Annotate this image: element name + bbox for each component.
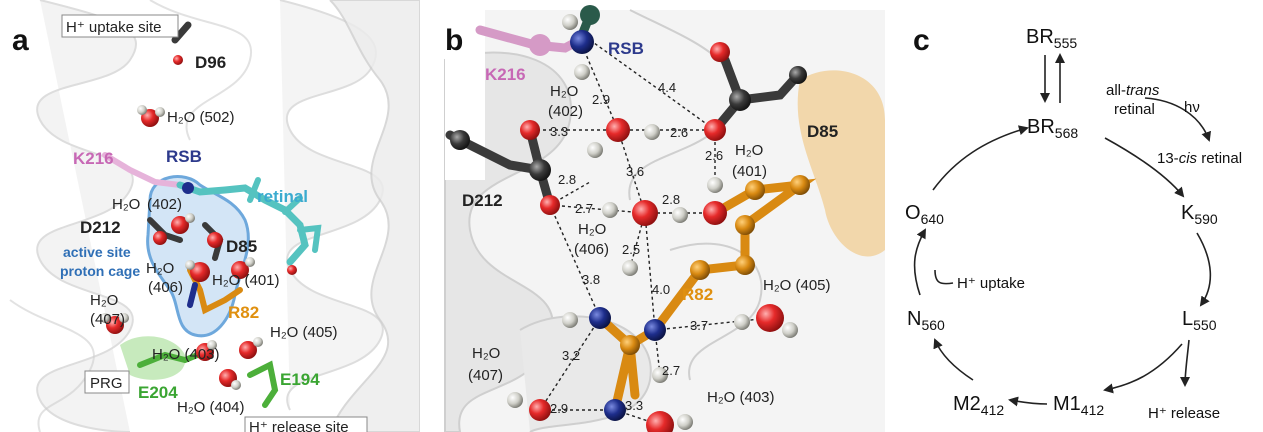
label-h2o-404: H₂O (404) — [177, 399, 245, 416]
label-h2o-406-h: H₂O — [146, 260, 174, 277]
state-br568: BR568 — [1027, 116, 1078, 141]
panel-c-label: c — [913, 24, 930, 57]
label-e194: E194 — [280, 370, 320, 389]
b-label-rsb: RSB — [608, 39, 644, 58]
svg-text:H⁺ uptake site: H⁺ uptake site — [66, 19, 161, 36]
panel-b-structure: b K216 RSB D85 D212 R82 H₂O (402) H₂O (4… — [444, 5, 885, 432]
panel-a: a H⁺ uptake site PRG H⁺ release site D96… — [0, 0, 420, 432]
label-retinal: retinal — [1114, 101, 1155, 118]
state-k590: K590 — [1181, 202, 1218, 227]
label-h2o-406-n: (406) — [148, 279, 183, 296]
dist-label: 2.6 — [705, 148, 723, 163]
b-label-r82: R82 — [682, 285, 713, 304]
panel-a-structure: a H⁺ uptake site PRG H⁺ release site D96… — [9, 0, 420, 432]
panel-b: b K216 RSB D85 D212 R82 H₂O (402) H₂O (4… — [430, 0, 890, 432]
label-h2o-405: H₂O (405) — [270, 324, 338, 341]
label-h2o-402-h: H₂O — [112, 196, 140, 213]
label-h2o-407-n: (407) — [90, 311, 125, 328]
label-h2o-403: H₂O (403) — [152, 346, 220, 363]
label-d85: D85 — [226, 237, 257, 256]
dist-label: 2.6 — [670, 125, 688, 140]
label-h2o-402-n: (402) — [147, 196, 182, 213]
dist-label: 3.2 — [562, 348, 580, 363]
panel-c: c BR555 BR568 K590 L550 M1412 M2412 N560… — [895, 0, 1263, 432]
dist-label: 2.8 — [558, 172, 576, 187]
b-w402-h: H₂O — [550, 83, 578, 100]
b-w406-h: H₂O — [578, 221, 606, 238]
state-n560: N560 — [907, 308, 945, 333]
b-w402-n: (402) — [548, 103, 583, 120]
dist-label: 3.7 — [690, 318, 708, 333]
label-rsb: RSB — [166, 147, 202, 166]
cycle-arrows — [913, 53, 1212, 407]
label-13-cis: 13-cis retinal — [1157, 150, 1242, 167]
label-k216: K216 — [73, 149, 114, 168]
dist-label: 3.6 — [626, 164, 644, 179]
label-h2o-401: H₂O (401) — [212, 272, 280, 289]
dist-label: 2.7 — [575, 201, 593, 216]
release-site-box: H⁺ release site — [244, 416, 368, 432]
dist-label: 2.9 — [550, 401, 568, 416]
residue-sticks — [102, 21, 322, 408]
uptake-site-box: H⁺ uptake site — [61, 14, 179, 38]
b-w401-n: (401) — [732, 163, 767, 180]
state-m2412: M2412 — [953, 393, 1004, 418]
dist-label: 4.0 — [652, 282, 670, 297]
dist-label: 2.5 — [622, 242, 640, 257]
label-retinal: retinal — [257, 187, 308, 206]
label-cage-1: active site — [63, 244, 131, 260]
dist-label: 2.7 — [662, 363, 680, 378]
b-w407-h: H₂O — [472, 345, 500, 362]
label-all-trans: all-trans — [1106, 82, 1160, 99]
state-o640: O640 — [905, 202, 944, 227]
dist-label: 4.4 — [658, 80, 676, 95]
dist-label: 2.9 — [592, 92, 610, 107]
dist-label: 3.3 — [625, 398, 643, 413]
b-label-k216: K216 — [485, 65, 526, 84]
panel-a-label: a — [12, 24, 29, 57]
d85-helix-orange — [797, 70, 885, 257]
b-w406-n: (406) — [574, 241, 609, 258]
state-l550: L550 — [1182, 308, 1217, 333]
label-hv: hν — [1184, 99, 1200, 116]
label-h2o-502: H₂O (502) — [167, 109, 235, 126]
panel-b-label: b — [445, 24, 463, 57]
label-cage-2: proton cage — [60, 263, 140, 279]
svg-text:H⁺ release site: H⁺ release site — [249, 419, 349, 432]
atoms — [100, 55, 297, 390]
label-d212: D212 — [80, 218, 121, 237]
label-h-uptake: H⁺ uptake — [957, 275, 1025, 292]
label-e204: E204 — [138, 383, 178, 402]
atoms-b — [450, 5, 810, 432]
b-label-d212: D212 — [462, 191, 503, 210]
prg-box: PRG — [84, 370, 130, 394]
b-w401-h: H₂O — [735, 142, 763, 159]
dist-label: 2.8 — [662, 192, 680, 207]
dist-label: 3.3 — [550, 124, 568, 139]
state-m1412: M1412 — [1053, 393, 1104, 418]
svg-text:PRG: PRG — [90, 375, 123, 392]
label-h2o-407-h: H₂O — [90, 292, 118, 309]
photocycle-diagram: c BR555 BR568 K590 L550 M1412 M2412 N560… — [905, 24, 1242, 422]
state-br555: BR555 — [1026, 26, 1077, 51]
dist-label: 3.8 — [582, 272, 600, 287]
label-h-release: H⁺ release — [1148, 405, 1220, 422]
label-r82: R82 — [228, 303, 259, 322]
b-w403: H₂O (403) — [707, 389, 775, 406]
b-label-d85: D85 — [807, 122, 838, 141]
b-w405: H₂O (405) — [763, 277, 831, 294]
label-d96: D96 — [195, 53, 226, 72]
b-w407-n: (407) — [468, 367, 503, 384]
